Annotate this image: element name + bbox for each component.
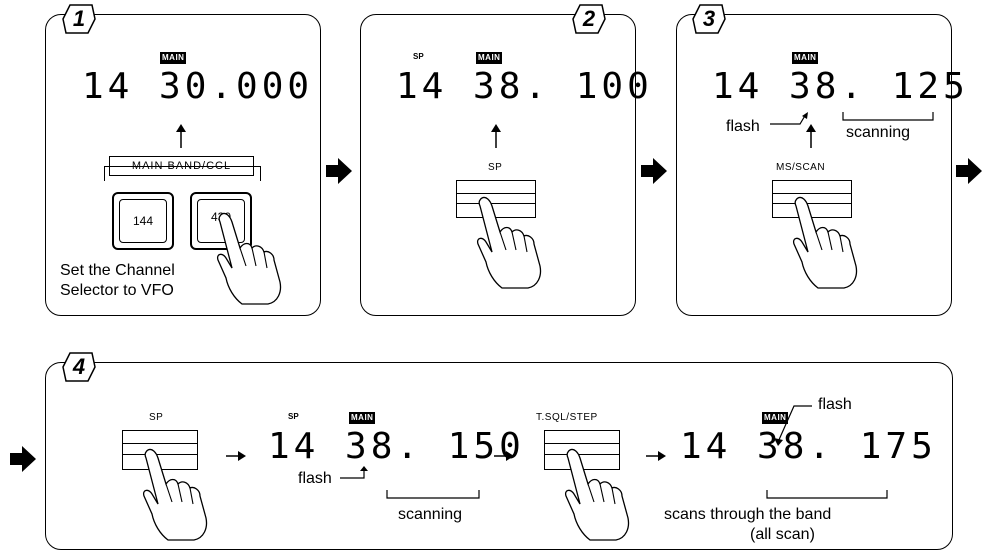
step-badge-hexagon-icon bbox=[692, 4, 726, 34]
button-line bbox=[545, 454, 619, 455]
scanning-bracket-icon bbox=[842, 112, 934, 121]
scanning-label: scanning bbox=[846, 124, 911, 141]
flash-pointer-icon bbox=[340, 466, 368, 479]
next-step-arrow-icon bbox=[641, 158, 667, 184]
button-line bbox=[123, 454, 197, 455]
step-1-badge: 1 bbox=[62, 4, 96, 34]
up-arrow-icon bbox=[491, 124, 501, 148]
key-144-button[interactable]: 144 bbox=[112, 192, 174, 250]
next-step-arrow-icon bbox=[956, 158, 982, 184]
main-indicator: MAIN bbox=[762, 412, 789, 424]
frequency-display: 14 38. 150 bbox=[268, 426, 525, 467]
scan-caption-line-2: (all scan) bbox=[750, 526, 815, 543]
sp-button-label: SP bbox=[488, 162, 503, 173]
sp-indicator: SP bbox=[413, 52, 424, 61]
step-number: 1 bbox=[72, 6, 86, 31]
pressing-hand-icon bbox=[142, 448, 208, 541]
sp-button-label: SP bbox=[149, 412, 164, 423]
pressing-hand-icon bbox=[564, 448, 630, 541]
step-2-badge: 2 bbox=[572, 4, 606, 34]
caption-line-1: Set the Channel bbox=[60, 262, 175, 279]
scan-caption-line-1: scans through the band bbox=[664, 506, 832, 523]
button-line bbox=[545, 443, 619, 444]
main-band-ccl-bracket bbox=[104, 166, 261, 181]
pressing-hand-icon bbox=[792, 196, 858, 289]
next-step-arrow-icon bbox=[10, 446, 36, 472]
step-number: 2 bbox=[582, 6, 596, 31]
flash-pointer-icon bbox=[770, 112, 808, 125]
scanning-bracket-icon bbox=[386, 490, 480, 499]
step-4-badge: 4 bbox=[62, 352, 96, 382]
sp-button[interactable] bbox=[456, 180, 536, 218]
up-arrow-icon bbox=[806, 124, 816, 148]
step-badge-hexagon-icon bbox=[62, 4, 96, 34]
button-line bbox=[457, 203, 535, 204]
scanning-label: scanning bbox=[398, 506, 463, 523]
pressing-hand-icon bbox=[216, 212, 282, 305]
step-badge-hexagon-icon bbox=[572, 4, 606, 34]
ms-scan-button[interactable] bbox=[772, 180, 852, 218]
flash-label: flash bbox=[298, 470, 332, 487]
button-line bbox=[773, 193, 851, 194]
frequency-display: 14 38. 175 bbox=[680, 426, 937, 467]
caption-line-2: Selector to VFO bbox=[60, 282, 174, 299]
frequency-display: 14 38. 125 bbox=[712, 66, 969, 107]
up-arrow-icon bbox=[176, 124, 186, 148]
sp-indicator: SP bbox=[288, 412, 299, 421]
main-indicator: MAIN bbox=[160, 52, 187, 64]
step-badge-hexagon-icon bbox=[62, 352, 96, 382]
main-indicator: MAIN bbox=[792, 52, 819, 64]
small-right-arrow-icon bbox=[646, 451, 666, 461]
step-number: 4 bbox=[72, 354, 86, 379]
scanning-bracket-icon bbox=[766, 490, 888, 499]
pressing-hand-icon bbox=[476, 196, 542, 289]
next-step-arrow-icon bbox=[326, 158, 352, 184]
flash-pointer-icon bbox=[774, 405, 812, 446]
tsql-step-button-label: T.SQL/STEP bbox=[536, 412, 598, 423]
step-number: 3 bbox=[702, 6, 716, 31]
flash-label: flash bbox=[726, 118, 760, 135]
small-right-arrow-icon bbox=[226, 451, 246, 461]
ms-scan-button-label: MS/SCAN bbox=[776, 162, 826, 173]
main-indicator: MAIN bbox=[476, 52, 503, 64]
button-line bbox=[457, 193, 535, 194]
button-line bbox=[773, 203, 851, 204]
step-3-badge: 3 bbox=[692, 4, 726, 34]
flash-label: flash bbox=[818, 396, 852, 413]
button-line bbox=[123, 443, 197, 444]
small-right-arrow-icon bbox=[494, 451, 514, 461]
key-144-label: 144 bbox=[119, 199, 167, 243]
frequency-display: 14 38. 100 bbox=[396, 66, 653, 107]
frequency-display: 14 30.000 bbox=[82, 66, 314, 107]
main-indicator: MAIN bbox=[349, 412, 376, 424]
